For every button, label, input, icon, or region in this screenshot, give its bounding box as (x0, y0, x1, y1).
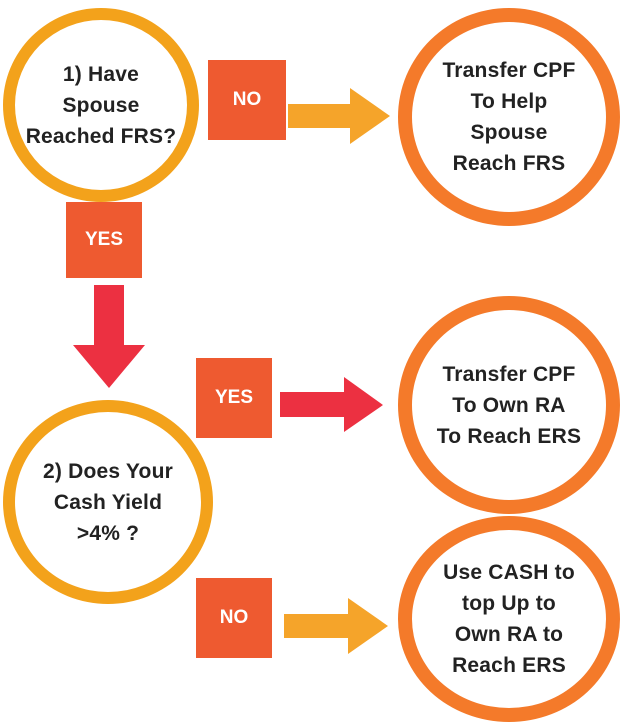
arrow-q1-yes (73, 285, 145, 388)
arrow-q1-no (288, 88, 390, 144)
outcome-cash-node: Use CASH to top Up to Own RA to Reach ER… (398, 516, 620, 722)
question-1-node: 1) Have Spouse Reached FRS? (3, 8, 199, 202)
question-2-text: 2) Does Your Cash Yield >4% ? (43, 459, 173, 545)
q2-yes-label: YES (196, 358, 272, 438)
q1-no-label: NO (208, 60, 286, 140)
outcome-spouse-node: Transfer CPF To Help Spouse Reach FRS (398, 8, 620, 226)
arrow-q2-no (284, 598, 388, 654)
q1-yes-label-text: YES (84, 229, 124, 250)
q2-no-label: NO (196, 578, 272, 658)
q2-yes-label-text: YES (214, 387, 254, 408)
q1-yes-label: YES (66, 202, 142, 278)
outcome-cash-text: Use CASH to top Up to Own RA to Reach ER… (443, 561, 575, 677)
arrow-q2-yes (280, 377, 383, 432)
outcome-own-ra-node: Transfer CPF To Own RA To Reach ERS (398, 296, 620, 514)
outcome-spouse-text: Transfer CPF To Help Spouse Reach FRS (442, 59, 576, 175)
q2-no-label-text: NO (219, 607, 249, 628)
q1-no-label-text: NO (232, 89, 262, 110)
question-1-text: 1) Have Spouse Reached FRS? (25, 62, 177, 148)
question-2-node: 2) Does Your Cash Yield >4% ? (3, 400, 213, 604)
outcome-own-ra-text: Transfer CPF To Own RA To Reach ERS (436, 362, 582, 448)
